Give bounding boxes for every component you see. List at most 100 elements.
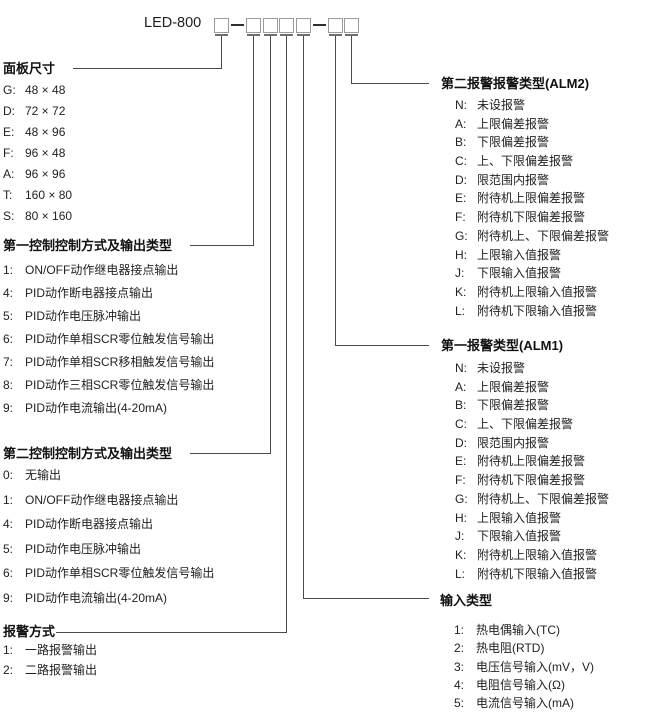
option-code: 5: bbox=[3, 541, 14, 556]
option-row: C: 上、下限偏差报警 bbox=[455, 418, 609, 437]
alarm-mode-options: 1: 一路报警输出 2: 二路报警输出 bbox=[3, 644, 97, 684]
control2-options: 0: 无输出 1: ON/OFF动作继电器接点输出 4: PID动作断电器接点输… bbox=[3, 469, 214, 616]
option-code: 4: bbox=[3, 286, 14, 300]
option-label: 上限输入值报警 bbox=[477, 510, 562, 525]
option-code: E: bbox=[455, 191, 467, 206]
option-label: 未设报警 bbox=[477, 98, 526, 112]
option-code: C: bbox=[455, 417, 467, 432]
option-row: 2: 二路报警输出 bbox=[3, 664, 97, 684]
option-row: 9: PID动作电流输出(4-20mA) bbox=[3, 591, 214, 617]
box-tick-4 bbox=[280, 34, 293, 36]
option-row: 7: PID动作单相SCR移相触发信号输出 bbox=[3, 356, 214, 379]
option-row: 5: 电流信号输入(mA) bbox=[454, 697, 594, 715]
section-title-alm1: 第一报警类型(ALM1) bbox=[441, 338, 564, 353]
option-label: PID动作单相SCR移相触发信号输出 bbox=[25, 355, 215, 369]
option-row: 4: 电阻信号输入(Ω) bbox=[454, 677, 594, 697]
option-code: A: bbox=[455, 379, 467, 394]
connector-alarm-mode-v bbox=[286, 36, 287, 632]
option-code: L: bbox=[455, 303, 466, 318]
option-label: 附待机下限偏差报警 bbox=[477, 473, 586, 488]
box-tick-3 bbox=[263, 34, 277, 36]
option-label: 48 × 48 bbox=[25, 83, 66, 97]
connector-alm1-v bbox=[334, 36, 336, 345]
section-input-type: 输入类型 1: 热电偶输入(TC) 2: 热电阻(RTD) 3: 电压信号输入(… bbox=[440, 594, 594, 715]
model-digit-box-5 bbox=[295, 18, 311, 33]
option-row: S: 80 × 160 bbox=[3, 210, 72, 231]
connector-alarm-mode-h bbox=[56, 632, 287, 633]
option-label: 下限偏差报警 bbox=[477, 398, 550, 413]
option-row: 2: 热电阻(RTD) bbox=[454, 642, 594, 660]
option-row: 1: 热电偶输入(TC) bbox=[454, 624, 594, 642]
option-code: G: bbox=[3, 83, 16, 97]
section-title-alarm-mode: 报警方式 bbox=[3, 624, 56, 639]
option-label: 附待机上限输入值报警 bbox=[477, 547, 598, 562]
option-code: H: bbox=[455, 510, 467, 525]
option-row: E: 附待机上限偏差报警 bbox=[455, 455, 609, 474]
option-row: 0: 无输出 bbox=[3, 469, 214, 494]
option-label: 下限偏差报警 bbox=[477, 135, 550, 150]
panel-size-options: G: 48 × 48 D: 72 × 72 E: 48 × 96 F: 96 ×… bbox=[3, 84, 72, 231]
option-row: K: 附待机上限输入值报警 bbox=[455, 547, 609, 568]
section-title-alm2: 第二报警报警类型(ALM2) bbox=[441, 76, 590, 91]
option-row: A: 上限偏差报警 bbox=[455, 379, 609, 400]
option-row: K: 附待机上限输入值报警 bbox=[455, 285, 609, 305]
option-code: D: bbox=[3, 104, 15, 118]
model-digit-box-4 bbox=[279, 18, 294, 33]
option-code: 2: bbox=[454, 641, 465, 656]
option-code: 0: bbox=[3, 468, 14, 482]
option-row: L: 附待机下限输入值报警 bbox=[455, 303, 609, 324]
option-row: D: 限范围内报警 bbox=[455, 172, 609, 193]
option-code: G: bbox=[455, 491, 468, 506]
option-label: PID动作电压脉冲输出 bbox=[25, 541, 142, 556]
option-label: 上、下限偏差报警 bbox=[477, 417, 574, 432]
option-row: C: 上、下限偏差报警 bbox=[455, 155, 609, 174]
option-label: PID动作电压脉冲输出 bbox=[25, 309, 142, 323]
option-label: ON/OFF动作继电器接点输出 bbox=[25, 263, 179, 277]
option-row: G: 附待机上、下限偏差报警 bbox=[455, 229, 609, 249]
section-alarm-mode: 报警方式 1: 一路报警输出 2: 二路报警输出 bbox=[3, 625, 97, 684]
option-code: N: bbox=[455, 361, 467, 375]
option-row: 1: ON/OFF动作继电器接点输出 bbox=[3, 264, 214, 287]
option-label: 96 × 48 bbox=[25, 146, 66, 160]
section-panel-size: 面板尺寸 G: 48 × 48 D: 72 × 72 E: 48 × 96 F:… bbox=[3, 62, 72, 231]
option-code: D: bbox=[455, 172, 467, 187]
connector-control1-h bbox=[190, 245, 254, 246]
option-code: 6: bbox=[3, 332, 14, 346]
connector-panel-size-v bbox=[221, 36, 222, 68]
connector-input-type-h bbox=[302, 598, 429, 599]
section-control2: 第二控制控制方式及输出类型 0: 无输出 1: ON/OFF动作继电器接点输出 … bbox=[3, 447, 214, 616]
option-code: C: bbox=[455, 154, 467, 169]
option-row: H: 上限输入值报警 bbox=[455, 248, 609, 268]
option-row: 6: PID动作单相SCR零位触发信号输出 bbox=[3, 567, 214, 592]
option-label: 电流信号输入(mA) bbox=[476, 696, 574, 710]
option-code: 3: bbox=[454, 659, 465, 674]
box-tick-2 bbox=[247, 34, 260, 36]
option-row: 1: ON/OFF动作继电器接点输出 bbox=[3, 493, 214, 519]
option-row: B: 下限偏差报警 bbox=[455, 399, 609, 418]
option-label: 附待机上限偏差报警 bbox=[477, 454, 586, 469]
option-code: 2: bbox=[3, 663, 14, 677]
option-code: 1: bbox=[3, 643, 14, 657]
option-label: 上限偏差报警 bbox=[477, 116, 550, 131]
option-code: K: bbox=[455, 547, 467, 562]
option-row: D: 限范围内报警 bbox=[455, 436, 609, 456]
option-label: 二路报警输出 bbox=[25, 663, 98, 677]
option-label: 160 × 80 bbox=[25, 188, 73, 202]
option-label: 附待机下限输入值报警 bbox=[477, 566, 598, 581]
option-row: F: 附待机下限偏差报警 bbox=[455, 474, 609, 493]
option-row: A: 上限偏差报警 bbox=[455, 116, 609, 137]
model-digit-box-3 bbox=[262, 18, 278, 33]
model-digit-box-2 bbox=[246, 18, 261, 33]
option-label: 下限输入值报警 bbox=[477, 266, 562, 281]
option-code: 4: bbox=[3, 517, 14, 531]
option-row: F: 附待机下限偏差报警 bbox=[455, 211, 609, 230]
connector-alm1-h bbox=[334, 345, 429, 346]
option-code: 4: bbox=[454, 677, 465, 692]
option-row: J: 下限输入值报警 bbox=[455, 267, 609, 286]
option-row: G: 附待机上、下限偏差报警 bbox=[455, 491, 609, 512]
option-row: G: 48 × 48 bbox=[3, 84, 72, 105]
option-label: PID动作电流输出(4-20mA) bbox=[25, 401, 168, 415]
section-title-input-type: 输入类型 bbox=[440, 593, 493, 608]
option-row: 9: PID动作电流输出(4-20mA) bbox=[3, 402, 214, 425]
model-separator-2 bbox=[312, 24, 326, 26]
